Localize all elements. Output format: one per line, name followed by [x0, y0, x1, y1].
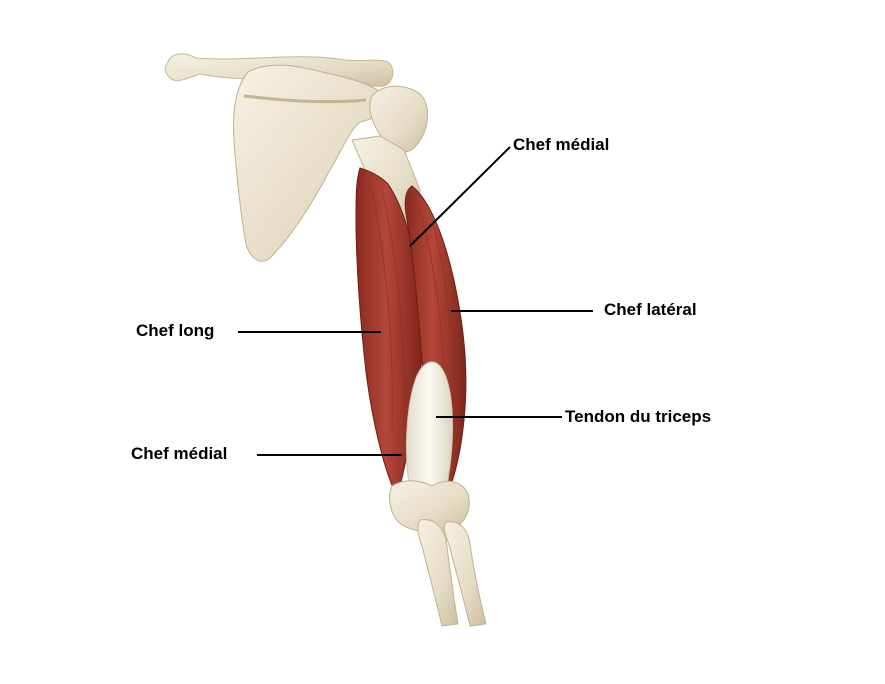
triceps-long-head	[355, 167, 423, 495]
ulna-bone	[417, 519, 459, 627]
label-medial-head-bottom: Chef médial	[131, 444, 228, 463]
leader-lines	[238, 146, 593, 456]
scapula-bone	[233, 64, 388, 262]
label-long-head: Chef long	[136, 321, 215, 340]
radius-bone	[443, 521, 487, 627]
humeral-head	[369, 85, 429, 153]
label-medial-head-top: Chef médial	[513, 135, 610, 154]
scapula-spine	[243, 94, 367, 104]
label-lateral-head: Chef latéral	[604, 300, 697, 319]
label-triceps-tendon: Tendon du triceps	[565, 407, 712, 426]
leader-line-medial-top	[409, 146, 511, 247]
elbow-joint	[389, 480, 470, 533]
